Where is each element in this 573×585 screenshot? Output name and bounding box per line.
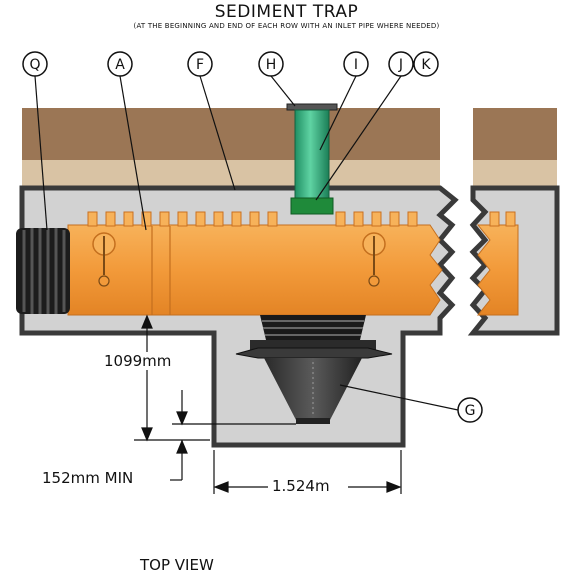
callout-f: F [196,57,204,73]
callout-i: I [354,57,358,73]
callout-k: K [421,57,431,73]
diagram-title: SEDIMENT TRAP [214,2,359,22]
soil-layer [22,108,557,190]
callout-markers [22,51,483,423]
callout-a: A [115,57,125,73]
dimension-lines [134,314,402,494]
top-view-label: TOP VIEW [140,556,214,574]
sump-cone-g [235,315,393,424]
chamber-a [67,211,519,316]
width-dimension-label: 1.524m [272,477,330,495]
callout-j: J [398,57,403,73]
depth-dimension-label: 1099mm [104,352,172,370]
callout-g: G [465,403,476,419]
diagram-subtitle: (AT THE BEGINNING AND END OF EACH ROW WI… [133,22,440,30]
chamber-corrugations [87,211,516,227]
inspection-riser [286,103,338,215]
inlet-pipe-q [16,228,70,314]
callout-q: Q [29,57,40,73]
callout-h: H [266,57,277,73]
min-depth-dimension-label: 152mm MIN [42,469,134,487]
leader-lines [34,75,459,411]
